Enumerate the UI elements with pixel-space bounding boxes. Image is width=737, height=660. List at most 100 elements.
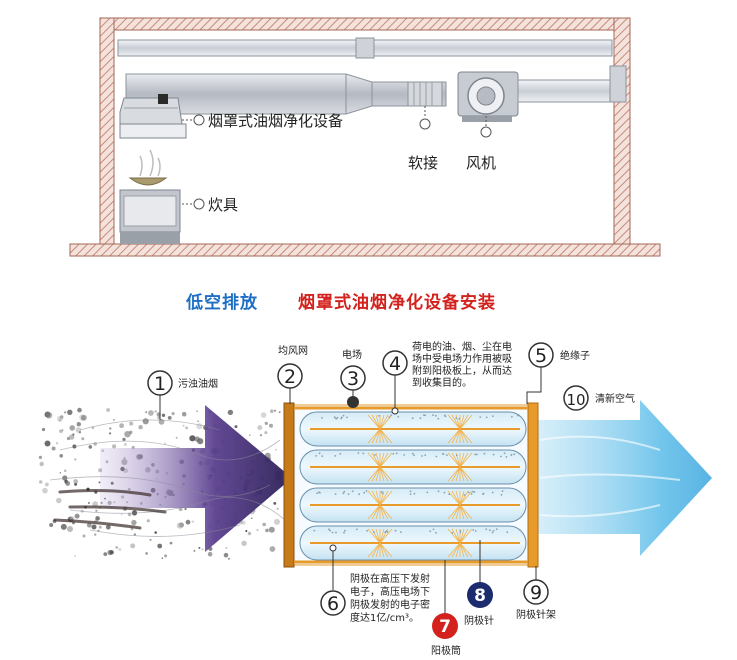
callout-1-number: 1 bbox=[154, 373, 166, 395]
collected-particle bbox=[491, 491, 494, 494]
collected-particle bbox=[473, 491, 476, 493]
discharge-spark bbox=[455, 504, 461, 520]
discharge-spark bbox=[459, 452, 465, 468]
discharge-spark bbox=[371, 428, 381, 444]
callout-4-line-2: 场中受电场力作用被吸 bbox=[412, 352, 512, 365]
collected-particle bbox=[386, 531, 389, 533]
collected-particle bbox=[421, 455, 423, 457]
collected-particle bbox=[400, 531, 402, 533]
collected-particle bbox=[423, 414, 425, 416]
collected-particle bbox=[356, 528, 358, 531]
collected-particle bbox=[335, 531, 337, 534]
callout-2-number: 2 bbox=[284, 366, 296, 388]
discharge-spark bbox=[379, 466, 385, 482]
discharge-spark bbox=[371, 504, 381, 520]
collected-particle bbox=[413, 492, 416, 495]
collected-particle bbox=[413, 454, 415, 457]
discharge-spark bbox=[367, 504, 381, 520]
discharge-spark bbox=[459, 542, 469, 558]
soft-joint bbox=[407, 81, 443, 107]
discharge-spark bbox=[447, 490, 461, 506]
callout-2: 均风网 2 bbox=[277, 345, 308, 404]
collected-particle bbox=[315, 455, 317, 457]
collected-particle bbox=[329, 529, 331, 532]
discharge-spark bbox=[367, 428, 381, 444]
discharge-spark bbox=[375, 542, 381, 558]
collected-particle bbox=[328, 528, 330, 531]
discharge-spark bbox=[367, 490, 381, 506]
discharge-spark bbox=[367, 528, 381, 544]
collected-particle bbox=[443, 491, 446, 494]
discharge-spark bbox=[367, 414, 381, 430]
collected-particle bbox=[455, 417, 458, 419]
collected-particle bbox=[342, 414, 345, 417]
discharge-spark bbox=[451, 542, 461, 558]
discharge-spark bbox=[379, 414, 389, 430]
discharge-spark bbox=[459, 414, 469, 430]
section-title: 低空排放 烟罩式油烟净化设备安装 bbox=[185, 292, 496, 313]
discharge-spark bbox=[459, 490, 465, 506]
collected-particle bbox=[409, 493, 412, 495]
discharge-spark bbox=[375, 466, 381, 482]
discharge-spark bbox=[459, 528, 465, 544]
collected-particle bbox=[503, 452, 506, 455]
discharge-spark bbox=[459, 428, 465, 444]
discharge-spark bbox=[447, 466, 461, 482]
collected-particle bbox=[451, 531, 454, 534]
collected-particle bbox=[511, 415, 513, 418]
collected-particle bbox=[342, 492, 345, 495]
ceiling-duct bbox=[117, 37, 613, 59]
collected-particle bbox=[388, 416, 391, 418]
discharge-spark bbox=[379, 542, 385, 558]
discharge-spark bbox=[379, 466, 393, 482]
collected-particle bbox=[339, 452, 342, 455]
smoke-swirls bbox=[49, 419, 286, 537]
discharge-spark bbox=[447, 542, 461, 558]
callout-8-number: 8 bbox=[474, 586, 486, 606]
collected-particle bbox=[321, 455, 324, 457]
collected-particle bbox=[336, 416, 339, 419]
title-part1: 低空排放 bbox=[185, 292, 258, 313]
discharge-spark bbox=[459, 528, 469, 544]
callout-4: 4 荷电的油、烟、尘在电 场中受电场力作用被吸 附到阳极板上，从而达 到收集目的… bbox=[382, 340, 512, 415]
discharge-spark bbox=[459, 414, 473, 430]
collected-particle bbox=[483, 452, 486, 455]
collected-particle bbox=[474, 530, 477, 532]
discharge-spark bbox=[459, 466, 469, 482]
collected-particle bbox=[343, 490, 346, 493]
collected-particle bbox=[411, 417, 414, 420]
clean-air-arrow bbox=[538, 400, 712, 556]
collected-particle bbox=[435, 414, 437, 417]
collected-particle bbox=[340, 416, 343, 419]
collected-particle bbox=[501, 490, 504, 492]
discharge-spark bbox=[375, 452, 381, 468]
discharge-spark bbox=[451, 414, 461, 430]
discharge-spark bbox=[459, 528, 473, 544]
collected-particle bbox=[491, 531, 494, 534]
collected-particle bbox=[518, 529, 521, 531]
discharge-spark bbox=[379, 490, 389, 506]
discharge-spark bbox=[379, 428, 393, 444]
callout-5: 5 绝缘子 bbox=[526, 342, 590, 404]
collected-particle bbox=[429, 530, 432, 533]
collected-particle bbox=[397, 415, 400, 418]
collected-particle bbox=[403, 454, 406, 456]
discharge-spark bbox=[379, 504, 393, 520]
collected-particle bbox=[344, 529, 346, 532]
collected-particle bbox=[441, 453, 444, 455]
discharge-spark bbox=[459, 466, 465, 482]
collected-particle bbox=[470, 493, 473, 495]
collected-particle bbox=[489, 529, 491, 532]
oil-streaks bbox=[53, 489, 167, 530]
callout-6-line-4: 度达1亿/cm³。 bbox=[350, 611, 419, 624]
collected-particle bbox=[373, 531, 375, 533]
discharge-spark bbox=[379, 414, 385, 430]
collected-particle bbox=[381, 492, 384, 495]
discharge-spark bbox=[371, 490, 381, 506]
discharge-spark bbox=[459, 452, 469, 468]
collected-particle bbox=[505, 456, 508, 458]
discharge-spark bbox=[451, 452, 461, 468]
collected-particle bbox=[485, 528, 488, 530]
callout-9-text: 阴极针架 bbox=[516, 608, 556, 621]
title-part2: 烟罩式油烟净化设备安装 bbox=[298, 292, 496, 313]
